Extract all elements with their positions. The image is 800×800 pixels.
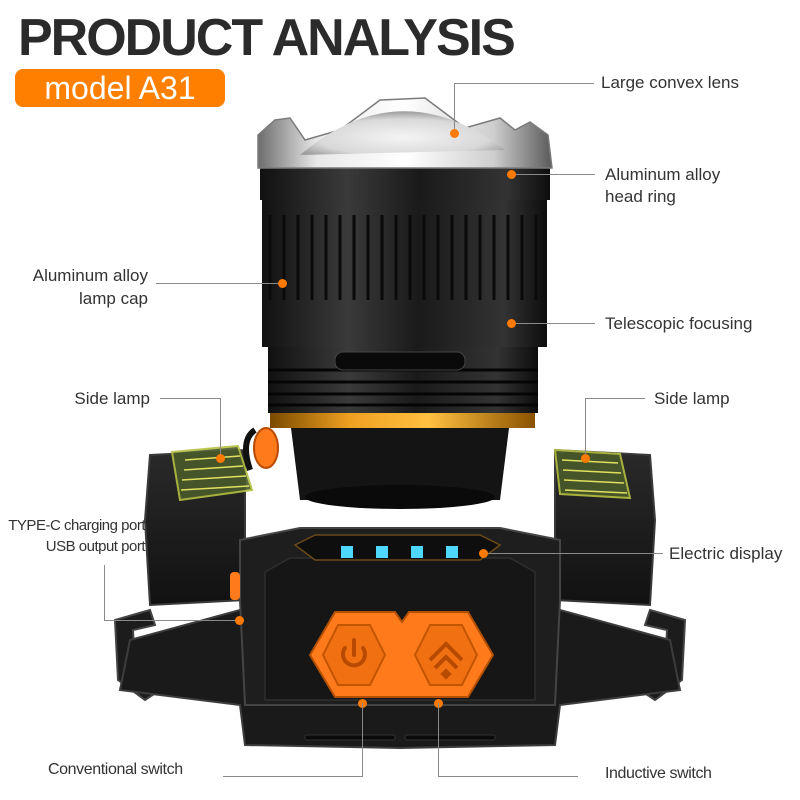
callout-usb-port: USB output port [45, 538, 146, 555]
conventional-switch-button[interactable] [321, 624, 387, 686]
convex-lens [300, 111, 505, 155]
inductive-switch-button[interactable] [413, 624, 479, 686]
leader-line [104, 565, 105, 620]
battery-led [341, 546, 353, 558]
callout-large-convex-lens: Large convex lens [601, 73, 739, 92]
side-lamp-right-shape [553, 448, 632, 500]
gold-ring [270, 410, 535, 428]
callout-dot [215, 453, 225, 463]
leader-line [160, 398, 220, 399]
callout-inductive-switch: Inductive switch [605, 765, 712, 782]
callout-dot [506, 169, 516, 179]
leader-line [454, 83, 455, 133]
lamp-cap [262, 198, 547, 308]
leader-line [585, 398, 586, 458]
display-strip [293, 534, 502, 561]
leader-line [585, 398, 645, 399]
leader-line [454, 83, 594, 84]
lamp-base [290, 420, 510, 500]
sensor-wave-icon [428, 641, 464, 680]
power-icon [341, 638, 367, 668]
leader-line [438, 776, 578, 777]
leader-line [220, 398, 221, 458]
leader-line [223, 776, 363, 777]
leader-line [511, 323, 595, 324]
callout-typec-port: TYPE-C charging port [8, 517, 145, 534]
leader-line [156, 283, 282, 284]
port-cover [230, 572, 240, 600]
callout-side-lamp-left: Side lamp [74, 389, 150, 408]
leader-line [511, 174, 595, 175]
leader-line [438, 703, 439, 776]
callout-lamp-cap-line2: lamp cap [79, 289, 148, 308]
leader-line [362, 703, 363, 776]
side-lamp-left-shape [170, 444, 254, 502]
model-badge: model A31 [15, 69, 225, 107]
callout-conventional-switch: Conventional switch [48, 761, 183, 778]
leader-line [483, 553, 663, 554]
callout-head-ring-line2: head ring [605, 187, 676, 206]
callout-side-lamp-right: Side lamp [654, 389, 730, 408]
callout-dot [234, 615, 244, 625]
callout-dot [277, 278, 287, 288]
battery-led [446, 546, 458, 558]
telescopic-focus-band [262, 305, 547, 347]
callout-dot [449, 128, 459, 138]
battery-led [376, 546, 388, 558]
tilt-knob [253, 427, 279, 469]
callout-dot [478, 548, 488, 558]
callout-telescopic-focusing: Telescopic focusing [605, 314, 753, 333]
callout-dot [506, 318, 516, 328]
page-title: PRODUCT ANALYSIS [18, 9, 516, 67]
callout-electric-display: Electric display [669, 544, 783, 563]
callout-head-ring-line1: Aluminum alloy [605, 165, 721, 184]
callout-lamp-cap-line1: Aluminum alloy [32, 266, 148, 285]
battery-led [411, 546, 423, 558]
callout-dot [580, 453, 590, 463]
leader-line [104, 620, 239, 621]
